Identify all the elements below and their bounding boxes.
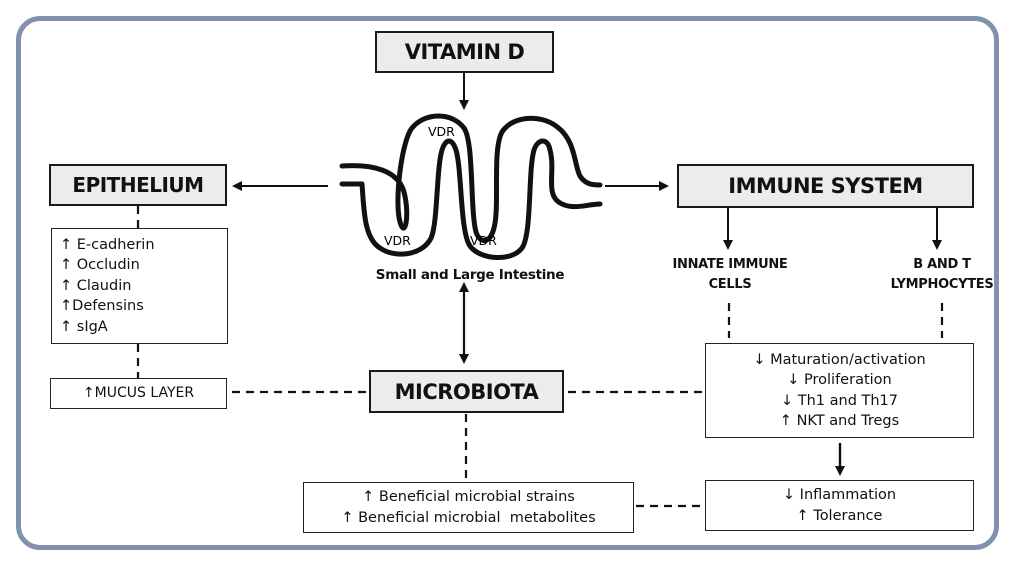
- epithelium-box: EPITHELIUM: [49, 164, 227, 206]
- list-item: ↑ NKT and Tregs: [779, 413, 900, 429]
- microbiota-box: MICROBIOTA: [369, 370, 564, 413]
- list-item: ↓ Inflammation: [782, 487, 897, 503]
- list-item: ↑ Occludin: [60, 257, 140, 274]
- list-item: ↓ Th1 and Th17: [780, 392, 899, 409]
- list-item: ↑ E-cadherin: [60, 236, 155, 253]
- list-item: ↓ Maturation/activation: [753, 351, 926, 368]
- innate-immune-cells-label: INNATE IMMUNE CELLS: [650, 255, 810, 295]
- vdr-label-bottom-left: VDR: [384, 233, 411, 248]
- lymph-line-1: B AND T: [913, 257, 971, 272]
- vitamin-d-label: VITAMIN D: [404, 40, 525, 64]
- vdr-label-top: VDR: [428, 124, 455, 139]
- epithelium-label: EPITHELIUM: [72, 173, 204, 197]
- intestine-label: Small and Large Intestine: [375, 267, 565, 283]
- list-item: ↑ Beneficial microbial metabolites: [341, 509, 596, 526]
- list-item: ↑ Claudin: [60, 277, 132, 294]
- list-item: ↑ Tolerance: [796, 507, 883, 524]
- immune-system-box: IMMUNE SYSTEM: [677, 164, 974, 208]
- innate-line-2: CELLS: [708, 277, 752, 292]
- mucus-layer-box: ↑MUCUS LAYER: [50, 378, 227, 409]
- list-item: ↑ Beneficial microbial strains: [362, 489, 575, 505]
- intestine-icon: [339, 113, 603, 261]
- innate-line-1: INNATE IMMUNE: [672, 257, 788, 272]
- immune-system-label: IMMUNE SYSTEM: [728, 174, 923, 198]
- mucus-layer-label: ↑MUCUS LAYER: [82, 385, 195, 402]
- list-item: ↑Defensins: [60, 298, 144, 315]
- vitamin-d-box: VITAMIN D: [375, 31, 554, 73]
- b-t-lymphocytes-label: B AND T LYMPHOCYTES: [882, 255, 1002, 295]
- outcome-box: ↓ Inflammation ↑ Tolerance: [705, 480, 974, 531]
- lymph-line-2: LYMPHOCYTES: [890, 277, 994, 292]
- list-item: ↓ Proliferation: [787, 372, 892, 388]
- microbiota-label: MICROBIOTA: [394, 379, 539, 404]
- epithelium-effects-box: ↑ E-cadherin ↑ Occludin ↑ Claudin ↑Defen…: [51, 228, 228, 344]
- list-item: ↑ sIgA: [60, 318, 108, 335]
- microbiota-effects-box: ↑ Beneficial microbial strains ↑ Benefic…: [303, 482, 634, 533]
- vdr-label-bottom-right: VDR: [470, 233, 497, 248]
- immune-effects-box: ↓ Maturation/activation ↓ Proliferation …: [705, 343, 974, 438]
